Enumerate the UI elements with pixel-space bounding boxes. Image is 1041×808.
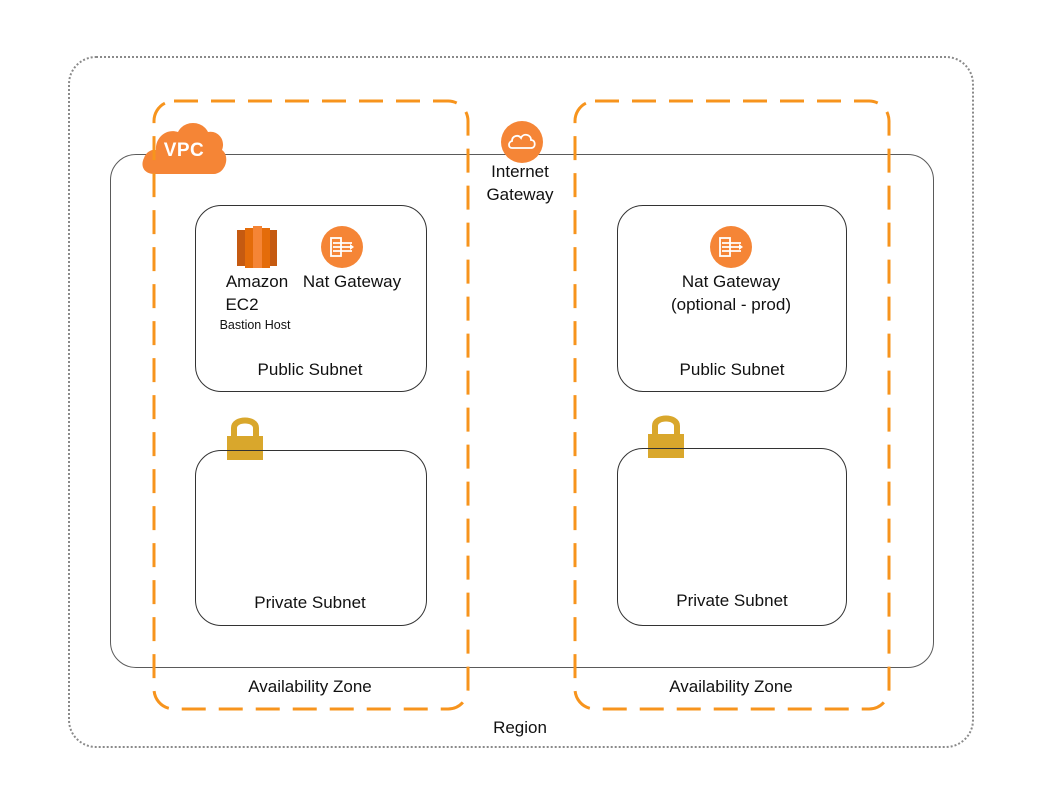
- nat-gateway-label: Nat Gateway: [681, 272, 781, 291]
- internet-gateway-icon: [501, 121, 543, 163]
- private-subnet-label: Private Subnet: [254, 593, 366, 612]
- nat-gateway-sublabel: (optional - prod): [670, 295, 791, 314]
- public-subnet-label: Public Subnet: [679, 360, 785, 379]
- private-subnet-1: [195, 450, 427, 626]
- lock-icon: [648, 415, 684, 458]
- ec2-icon: [237, 226, 277, 268]
- availability-zone-label: Availability Zone: [248, 677, 372, 696]
- private-subnet-2: [617, 448, 847, 626]
- private-subnet-label: Private Subnet: [676, 591, 788, 610]
- internet-gateway-label-1: Internet: [491, 162, 549, 181]
- region-boundary: [68, 56, 974, 748]
- nat-gateway-icon: [710, 226, 752, 268]
- public-subnet-label: Public Subnet: [257, 360, 363, 379]
- availability-zone-label: Availability Zone: [669, 677, 793, 696]
- nat-gateway-label: Nat Gateway: [302, 272, 402, 291]
- internet-gateway-label-2: Gateway: [486, 185, 554, 204]
- ec2-label-2: EC2: [225, 295, 259, 314]
- region-label: Region: [493, 718, 547, 737]
- ec2-label-1: Amazon: [225, 272, 289, 291]
- ec2-caption: Bastion Host: [219, 318, 291, 332]
- nat-gateway-icon: [321, 226, 363, 268]
- public-subnet-1: [195, 205, 427, 392]
- lock-icon: [227, 417, 263, 460]
- vpc-badge: VPC: [163, 140, 205, 161]
